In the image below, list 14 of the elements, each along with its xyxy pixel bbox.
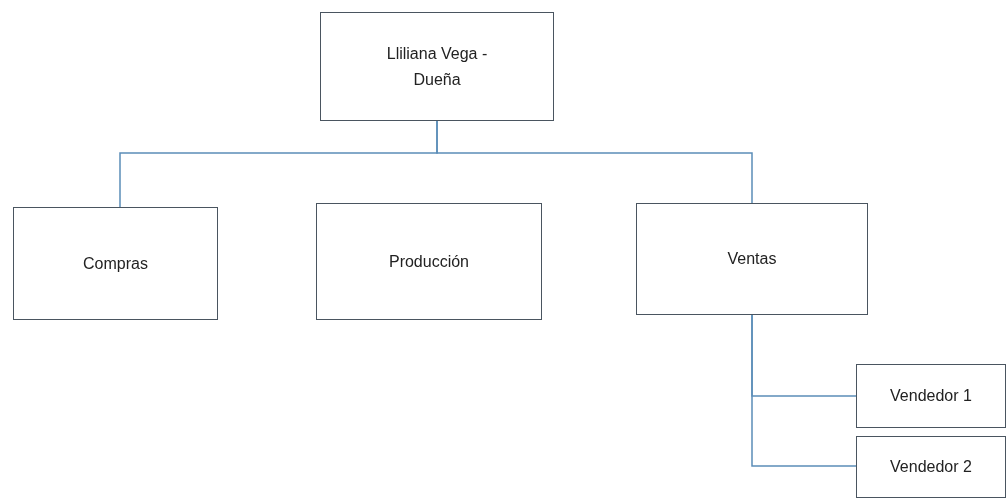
connector-line xyxy=(436,120,753,204)
box-label: Lliliana Vega - Dueña xyxy=(385,43,489,90)
org-box xyxy=(316,203,542,320)
box-label: Vendedor 2 xyxy=(890,457,972,478)
connector-line xyxy=(751,314,857,467)
box-label: Vendedor 1 xyxy=(890,386,972,407)
org-box xyxy=(856,436,1006,498)
box-label: Ventas xyxy=(727,249,777,270)
box-label: Producción xyxy=(388,251,469,272)
box-label: Compras xyxy=(83,253,148,274)
org-box xyxy=(856,364,1006,428)
org-box xyxy=(320,12,554,121)
org-box xyxy=(636,203,868,315)
org-box xyxy=(13,207,218,320)
